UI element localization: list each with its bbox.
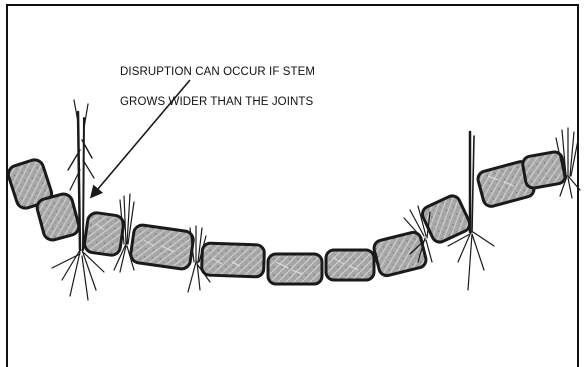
stone-block bbox=[130, 224, 195, 270]
stone-block bbox=[201, 243, 264, 277]
stone-block bbox=[35, 192, 81, 242]
annotation-arrow bbox=[92, 80, 190, 196]
stone-block bbox=[268, 254, 322, 284]
stone-block bbox=[372, 231, 427, 278]
stone-block bbox=[326, 250, 374, 280]
stone-block bbox=[83, 212, 124, 257]
